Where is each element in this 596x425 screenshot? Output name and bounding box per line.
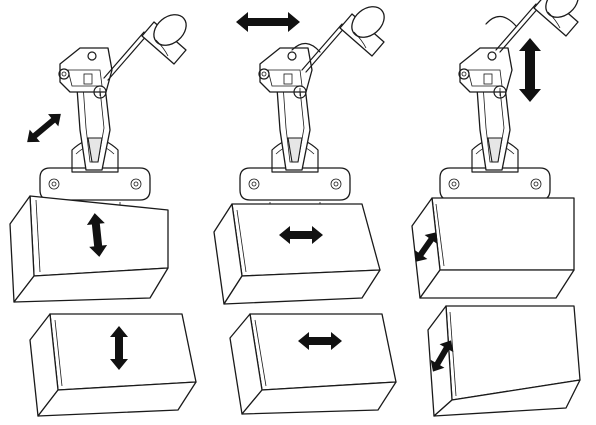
horizontal-arrow-icon xyxy=(236,12,300,32)
vertical-arrow-icon xyxy=(519,38,541,102)
door-side-before xyxy=(9,195,169,303)
door-depth-after xyxy=(229,313,397,415)
horizontal-arrow-icon xyxy=(298,332,342,350)
hinge-side-adjustment xyxy=(27,7,193,209)
door-depth-before xyxy=(213,203,381,305)
diagonal-arrow-icon xyxy=(414,232,438,262)
diagonal-arrow-icon xyxy=(27,113,61,143)
vertical-arrow-icon xyxy=(86,213,108,257)
door-height-before xyxy=(411,197,575,299)
horizontal-arrow-icon xyxy=(279,226,323,244)
hinge-depth-adjustment xyxy=(239,0,391,209)
door-side-after xyxy=(29,313,197,417)
door-height-after xyxy=(427,305,581,417)
hinge-height-adjustment xyxy=(439,0,585,209)
diagonal-arrow-icon xyxy=(430,340,454,372)
vertical-arrow-icon xyxy=(110,326,128,370)
